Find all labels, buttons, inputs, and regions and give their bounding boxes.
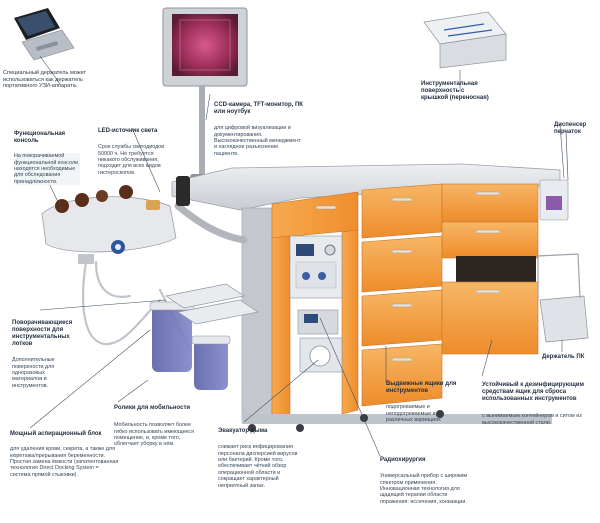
instrument-tray-illustration: [423, 11, 507, 69]
label-smoke-evacuator: Эвакуатор дыма снижает риск инфицировани…: [218, 421, 304, 496]
label-smoke-evacuator-title: Эвакуатор дыма: [218, 427, 268, 434]
label-ultrasound-holder: Специальный держатель может использовать…: [3, 70, 87, 90]
label-mobility-rollers-desc: Мобильность позволяет более гибко исполь…: [114, 422, 195, 448]
label-ccd-camera: CCD-камера, TFT-монитор, ПК или ноутбук …: [214, 95, 304, 164]
device-panel-illustration: [289, 235, 343, 373]
label-disinfection-box: Устойчивый к дезинфицирующим средствам я…: [482, 375, 596, 433]
label-instrument-surface-title: Инструментальная поверхность с крышкой (…: [421, 80, 489, 101]
label-disinfection-box-desc: с вынимаемым контейнером и ситом из высо…: [482, 413, 582, 426]
label-led-light-title: LED-источник света: [98, 127, 158, 134]
label-functional-console: Функциональная консоль На поворачиваемой…: [14, 124, 80, 192]
label-rotating-surfaces-title: Поворачивающиеся поверхности для инструм…: [12, 319, 73, 347]
label-pc-holder: Держатель ПК: [542, 347, 598, 367]
glove-dispenser-illustration: [539, 131, 569, 221]
aspiration-bottles-illustration: [149, 301, 231, 390]
label-glove-dispenser: Диспенсер перчаток: [554, 115, 598, 142]
label-mobility-rollers-title: Ролики для мобильности: [114, 404, 191, 411]
label-instrument-surface: Инструментальная поверхность с крышкой (…: [421, 74, 491, 108]
label-radiosurgery-desc: Универсальный прибор с широким спектром …: [380, 473, 468, 505]
label-disinfection-box-title: Устойчивый к дезинфицирующим средствам я…: [482, 381, 584, 402]
label-drawers-desc: подогреваемые и неподогреваемые в различ…: [386, 404, 441, 423]
pc-holder-illustration: [537, 253, 589, 343]
label-drawers-title: Выдвижные ящики для инструментов: [386, 380, 457, 394]
instrument-trays-illustration: [165, 283, 259, 325]
label-aspiration-unit-title: Мощный аспирационный блок: [10, 430, 102, 437]
orange-cabinet-illustration: [271, 183, 539, 421]
label-ccd-camera-desc: для цифровой визуализации и документиров…: [214, 125, 301, 157]
label-pc-holder-title: Держатель ПК: [542, 353, 585, 360]
label-aspiration-unit: Мощный аспирационный блок для удаления к…: [10, 424, 120, 485]
label-led-light: LED-источник света Срок службы светодиод…: [98, 121, 172, 183]
label-radiosurgery-title: Радиохирургия: [380, 456, 426, 463]
functional-console-illustration: [41, 185, 177, 264]
label-mobility-rollers: Ролики для мобильности Мобильность позво…: [114, 398, 198, 454]
label-smoke-evacuator-desc: снижает риск инфицирования персонала дис…: [218, 444, 298, 489]
label-led-light-desc: Срок службы светодиодов 50000 ч. Не треб…: [98, 144, 165, 176]
label-aspiration-unit-desc: для удаления крови, секрета, а также для…: [10, 446, 119, 478]
label-functional-console-title: Функциональная консоль: [14, 130, 66, 144]
label-rotating-surfaces-desc: Дополнительные поверхности для одноразов…: [12, 357, 55, 389]
label-drawers: Выдвижные ящики для инструментов подогре…: [386, 374, 462, 430]
monitor-illustration: [162, 7, 248, 182]
label-rotating-surfaces: Поворачивающиеся поверхности для инструм…: [12, 313, 76, 396]
label-ccd-camera-title: CCD-камера, TFT-монитор, ПК или ноутбук: [214, 101, 303, 115]
label-functional-console-desc: На поворачиваемой функциональной консоли…: [14, 153, 80, 186]
label-radiosurgery: Радиохирургия Универсальный прибор с шир…: [380, 450, 474, 512]
ultrasound-device-illustration: [14, 8, 75, 61]
label-glove-dispenser-title: Диспенсер перчаток: [554, 121, 587, 135]
